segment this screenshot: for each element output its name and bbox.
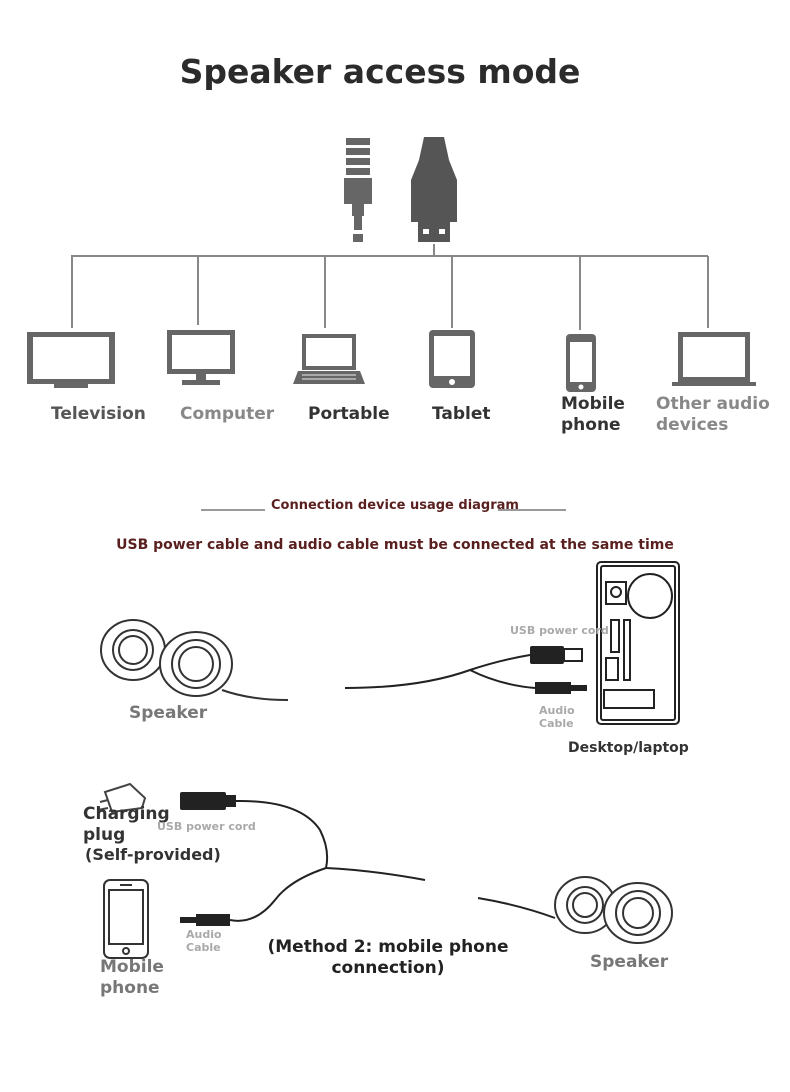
computer-icon	[167, 330, 235, 385]
device-label-tablet: Tablet	[432, 404, 491, 424]
tablet-icon	[429, 330, 475, 388]
usb-connector-icon-2	[180, 792, 236, 810]
audio-jack-icon	[344, 138, 372, 242]
self-provided-label: (Self-provided)	[85, 845, 221, 864]
audio-device-icon	[672, 332, 756, 386]
section-title: Connection device usage diagram	[271, 498, 519, 513]
laptop-icon	[293, 334, 365, 384]
cable-lines-2	[229, 799, 556, 922]
audio-connector-icon-2	[180, 914, 230, 926]
mobile-phone-icon	[566, 334, 596, 392]
phone-outline-icon	[103, 879, 149, 959]
branch-lines	[71, 244, 709, 330]
usb-label-1: USB power cord	[510, 624, 609, 637]
device-label-portable: Portable	[308, 404, 390, 424]
audio-label-2: Audio Cable	[186, 928, 222, 954]
device-label-television: Television	[51, 404, 146, 424]
cable-lines-1	[344, 654, 536, 689]
device-label-mobile-phone: Mobile phone	[561, 394, 625, 435]
speaker-icon	[100, 619, 289, 701]
speaker-label-2: Speaker	[590, 952, 669, 972]
device-label-computer: Computer	[180, 404, 275, 424]
phone-label: Mobile phone	[100, 957, 164, 998]
usb-connector-icon-1	[530, 646, 583, 664]
usb-plug-icon	[411, 137, 457, 242]
desktop-pc-icon	[596, 561, 680, 725]
pc-label: Desktop/laptop	[568, 740, 689, 756]
method2-label: (Method 2: mobile phone connection)	[267, 937, 509, 978]
audio-connector-icon-1	[535, 682, 587, 694]
speaker-icon-2	[554, 876, 673, 944]
charging-plug-label: Charging plug	[83, 804, 170, 845]
charging-plug-icon	[97, 782, 147, 814]
page-title: Speaker access mode	[179, 52, 581, 91]
device-label-other-audio: Other audio devices	[656, 394, 770, 435]
audio-label-1: Audio Cable	[539, 704, 575, 730]
usb-label-2: USB power cord	[157, 820, 256, 833]
television-icon	[27, 332, 115, 388]
connection-note: USB power cable and audio cable must be …	[116, 537, 674, 553]
speaker-label-1: Speaker	[129, 703, 208, 723]
